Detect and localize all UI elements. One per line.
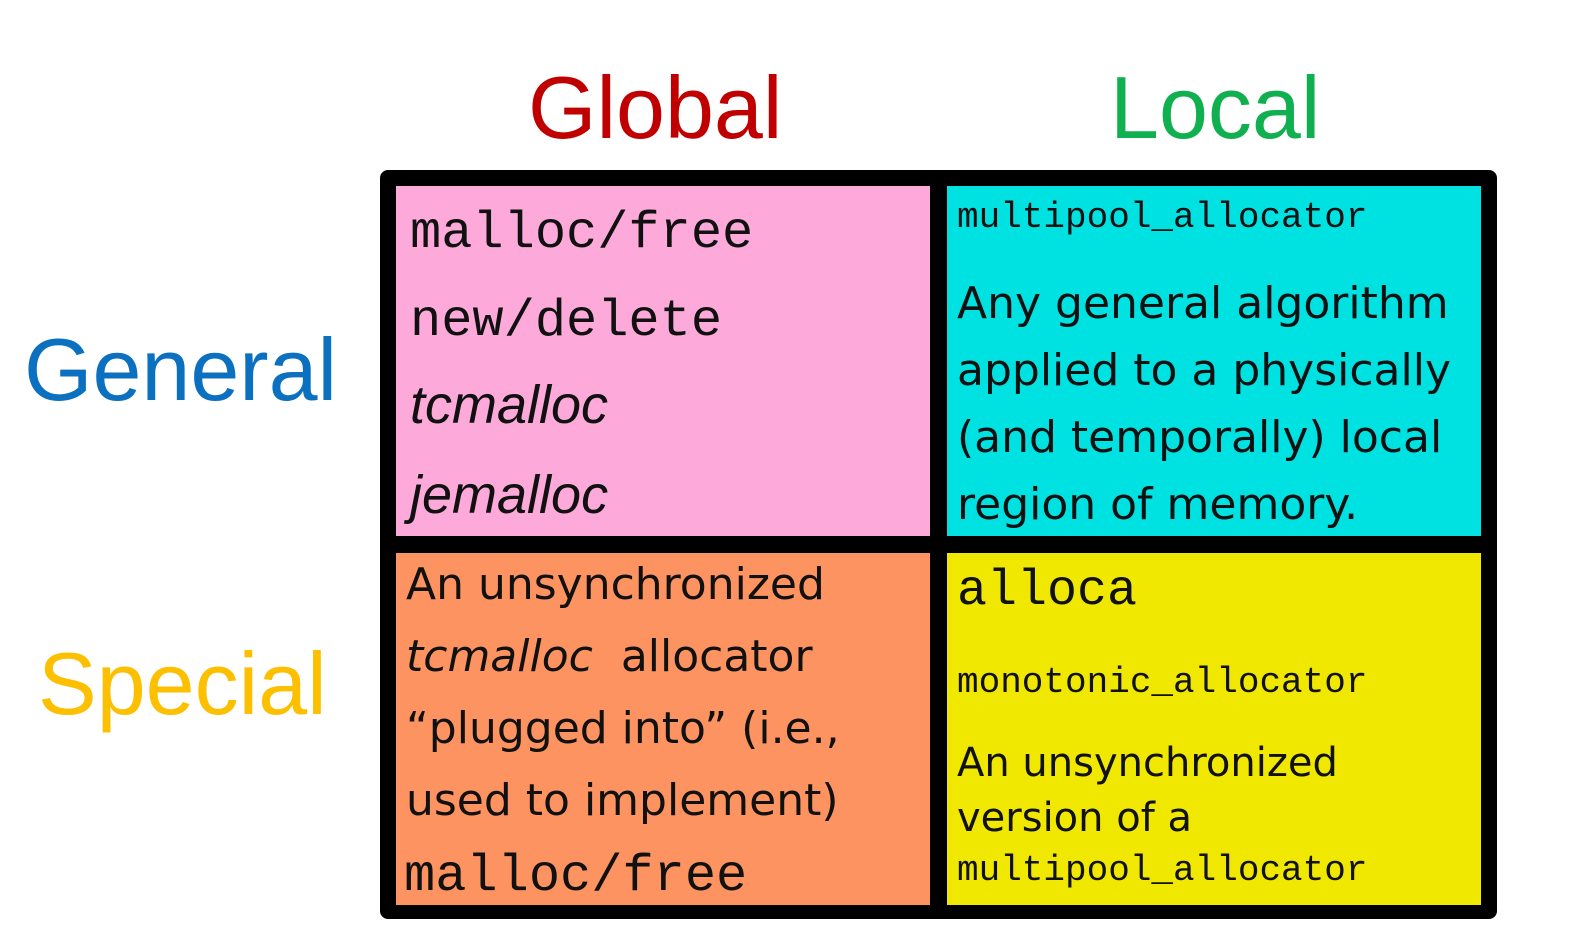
allocator-quadrant-grid: malloc/free new/delete tcmalloc jemalloc… bbox=[380, 170, 1497, 919]
cell-desc-line-tcmalloc: tcmalloc allocator bbox=[406, 635, 813, 679]
cell-text-alloca: alloca bbox=[957, 563, 1138, 620]
cell-desc-line: “plugged into” (i.e., bbox=[406, 703, 840, 754]
cell-general-global: malloc/free new/delete tcmalloc jemalloc bbox=[396, 186, 930, 536]
cell-special-global: An unsynchronized tcmalloc allocator “pl… bbox=[396, 553, 930, 905]
cell-desc-line: applied to a physically bbox=[957, 345, 1452, 396]
cell-desc-line: Any general algorithm bbox=[957, 278, 1449, 329]
cell-text-multipool-allocator: multipool_allocator bbox=[957, 850, 1368, 891]
cell-text-tcmalloc-italic: tcmalloc bbox=[406, 631, 593, 682]
row-header-special: Special bbox=[38, 634, 327, 733]
row-header-general: General bbox=[24, 320, 338, 419]
cell-desc-line: An unsynchronized bbox=[406, 559, 825, 610]
column-header-local: Local bbox=[1110, 58, 1321, 157]
cell-text-jemalloc: jemalloc bbox=[410, 465, 609, 525]
cell-special-local: alloca monotonic_allocator An unsynchron… bbox=[947, 553, 1481, 905]
cell-desc-line: An unsynchronized bbox=[957, 740, 1338, 786]
cell-text-multipool-allocator: multipool_allocator bbox=[957, 197, 1368, 238]
cell-desc-line: version of a bbox=[957, 795, 1192, 841]
cell-desc-line: region of memory. bbox=[957, 479, 1359, 530]
cell-desc-line: used to implement) bbox=[406, 775, 839, 826]
cell-general-local: multipool_allocator Any general algorith… bbox=[947, 186, 1481, 536]
cell-text-malloc-free: malloc/free bbox=[410, 204, 754, 263]
cell-text-new-delete: new/delete bbox=[410, 292, 723, 351]
cell-text-monotonic-allocator: monotonic_allocator bbox=[957, 662, 1368, 703]
cell-text-allocator: allocator bbox=[620, 631, 813, 682]
column-header-global: Global bbox=[528, 58, 783, 157]
cell-text-malloc-free: malloc/free bbox=[404, 847, 748, 905]
cell-desc-line: (and temporally) local bbox=[957, 412, 1443, 463]
cell-text-tcmalloc: tcmalloc bbox=[410, 375, 609, 435]
